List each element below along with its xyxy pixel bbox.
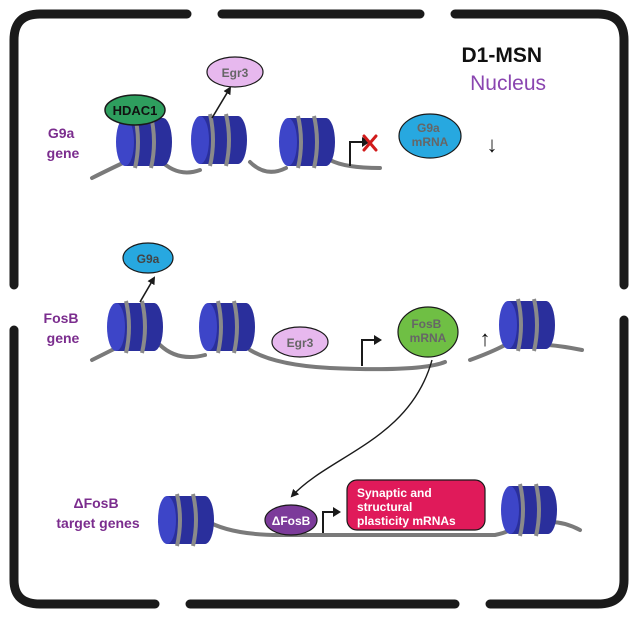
svg-text:ΔFosB: ΔFosB	[272, 514, 311, 528]
egr3-protein: Egr3	[206, 56, 264, 88]
svg-text:FosB mRNA: FosB mRNA	[410, 317, 447, 345]
transcription-block-x	[362, 134, 378, 152]
g9a-protein: G9a	[122, 242, 174, 274]
svg-text:Egr3: Egr3	[222, 66, 249, 80]
nucleosome	[158, 493, 214, 547]
nucleosome	[279, 115, 335, 169]
nucleosome	[107, 300, 163, 354]
svg-text:HDAC1: HDAC1	[113, 103, 158, 118]
nucleosome	[499, 298, 555, 352]
egr3-release-arrow	[211, 86, 232, 119]
fosb-gene-label: FosB gene	[44, 310, 83, 346]
target-promoter-arrow	[322, 507, 341, 533]
plasticity-mrnas-box: Synaptic and structural plasticity mRNAs	[346, 479, 486, 531]
egr3-protein: Egr3	[271, 326, 329, 358]
svg-text:G9a: G9a	[137, 252, 160, 266]
fosb-dna-strand	[90, 343, 584, 372]
translation-arrow	[290, 359, 433, 498]
nucleosome	[191, 113, 247, 167]
fosb-increase-arrow: ↑	[480, 326, 491, 351]
g9a-mrna: G9a mRNA	[398, 113, 462, 159]
nucleosome	[199, 300, 255, 354]
fosb-promoter-arrow	[361, 335, 382, 366]
g9a-promoter-arrow	[349, 137, 370, 166]
svg-text:G9a mRNA: G9a mRNA	[412, 121, 449, 149]
g9a-dna-strand	[90, 158, 382, 180]
nucleosome	[501, 483, 557, 537]
fosb-mrna: FosB mRNA	[397, 306, 459, 358]
g9a-decrease-arrow: ↓	[487, 132, 498, 157]
cell-type-title: D1-MSN	[461, 44, 542, 67]
svg-text:Egr3: Egr3	[287, 336, 314, 350]
delta-fosb-protein: ΔFosB	[264, 504, 318, 536]
hdac1-protein: HDAC1	[104, 94, 166, 126]
g9a-release-arrow	[139, 276, 156, 303]
target-genes-label: ΔFosB target genes	[56, 495, 139, 531]
compartment-subtitle: Nucleus	[470, 72, 546, 95]
svg-text:Synaptic and structural: Synaptic and structural plasticity mRNAs	[357, 486, 456, 528]
nucleus-border	[9, 9, 629, 609]
g9a-gene-label: G9a gene	[47, 125, 80, 161]
